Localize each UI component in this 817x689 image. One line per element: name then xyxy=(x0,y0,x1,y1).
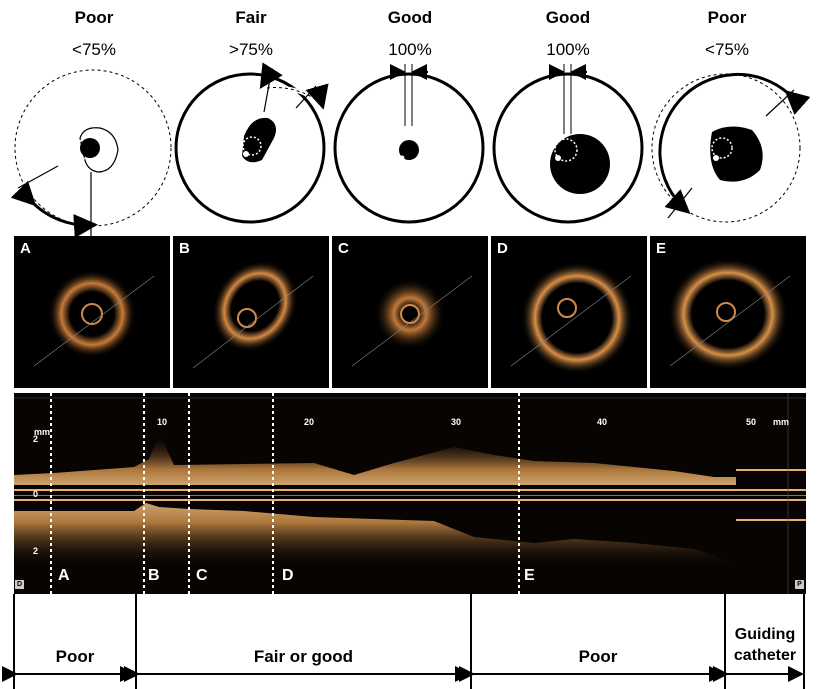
segment-label-guiding-catheter: Guiding catheter xyxy=(733,626,797,664)
oct-label-d: D xyxy=(497,240,508,257)
oct-panel-c: C xyxy=(332,236,488,388)
oct-label-a: A xyxy=(20,240,31,257)
schematic-circle-2 xyxy=(174,62,329,224)
schematic-4-pct: 100% xyxy=(546,40,590,59)
schematic-1-pct: <75% xyxy=(72,40,116,59)
frame-label-b: B xyxy=(148,567,160,584)
longitudinal-image xyxy=(14,393,806,594)
schematic-4-grade: Good xyxy=(545,8,591,27)
oct-image-d xyxy=(510,262,633,374)
schematic-2-pct: >75% xyxy=(229,40,273,59)
unit-label-right: mm xyxy=(773,417,790,427)
depth-tick-bottom: 2 xyxy=(33,546,39,556)
length-tick-20: 20 xyxy=(304,417,315,427)
schematic-circle-5 xyxy=(651,72,811,223)
unit-label-left: mm xyxy=(34,427,51,437)
schematic-2-grade: Fair xyxy=(235,8,267,27)
segment-label-poor-2: Poor xyxy=(578,647,618,666)
frame-label-a: A xyxy=(58,567,70,584)
oct-label-b: B xyxy=(179,240,190,257)
segment-bar xyxy=(2,594,805,689)
length-tick-30: 30 xyxy=(451,417,462,427)
segment-label-fair-good: Fair or good xyxy=(253,647,354,666)
segment-label-poor-1: Poor xyxy=(55,647,95,666)
oct-label-e: E xyxy=(656,240,667,257)
depth-tick-zero: 0 xyxy=(33,489,39,499)
corner-marker-left: D xyxy=(15,580,24,589)
schematic-3-pct: 100% xyxy=(388,40,432,59)
schematic-1-grade: Poor xyxy=(74,8,114,27)
frame-label-d: D xyxy=(282,567,294,584)
oct-image-e xyxy=(668,258,791,370)
schematic-5-pct: <75% xyxy=(705,40,749,59)
frame-label-c: C xyxy=(196,567,208,584)
oct-panel-a: A xyxy=(14,236,170,388)
schematic-circle-4 xyxy=(492,64,644,224)
oct-panel-e: E xyxy=(650,236,806,388)
corner-marker-right: P xyxy=(795,580,804,589)
schematics-drawing xyxy=(10,62,811,236)
oct-image-b xyxy=(192,260,314,369)
length-tick-50: 50 xyxy=(746,417,757,427)
frame-label-e: E xyxy=(524,567,535,584)
oct-panel-b: B xyxy=(173,236,329,388)
oct-image-c xyxy=(351,275,473,367)
schematic-circle-3 xyxy=(333,64,485,224)
schematic-3-grade: Good xyxy=(387,8,433,27)
length-tick-40: 40 xyxy=(597,417,608,427)
oct-image-a xyxy=(33,270,155,367)
longitudinal-view xyxy=(14,393,806,594)
schematic-5-grade: Poor xyxy=(707,8,747,27)
length-tick-10: 10 xyxy=(157,417,168,427)
schematic-circle-1 xyxy=(10,69,172,236)
oct-panel-d: D xyxy=(491,236,647,388)
oct-label-c: C xyxy=(338,240,349,257)
depth-tick-top: 2 xyxy=(33,434,39,444)
